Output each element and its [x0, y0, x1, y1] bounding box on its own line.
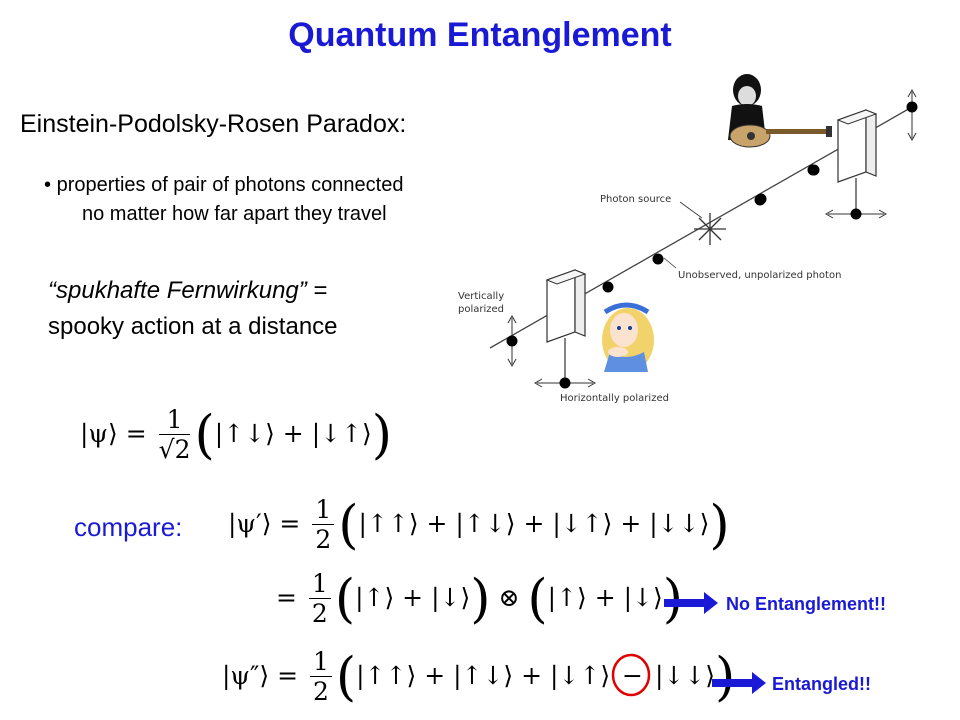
- vertical-polarization-arrow-right: [906, 88, 918, 142]
- equation-product: = 1 2 (|↑⟩ + |↓⟩) ⊗ (|↑⟩ + |↓⟩): [276, 570, 683, 629]
- photon-source-label: Photon source: [600, 194, 671, 205]
- left-paren: (: [194, 405, 215, 466]
- fraction-one-half: 1 2: [312, 496, 335, 555]
- fraction-one-over-sqrt2: 1 √2: [158, 406, 191, 465]
- psi-dprime-terms-b: |↓↓⟩: [654, 661, 716, 690]
- product-equals: =: [276, 583, 297, 612]
- slide-subtitle: Einstein-Podolsky-Rosen Paradox:: [20, 110, 407, 138]
- unobserved-leader: [663, 257, 677, 269]
- slide-title: Quantum Entanglement: [288, 16, 672, 54]
- psi-prime-lhs: |ψ′⟩ =: [228, 509, 301, 538]
- no-entanglement-label: No Entanglement!!: [726, 594, 886, 614]
- minus-sign-circled: −: [611, 653, 651, 697]
- left-paren: (: [334, 569, 356, 630]
- equation-psi: |ψ⟩ = 1 √2 (|↑↓⟩ + |↓↑⟩): [80, 406, 392, 465]
- unobserved-photon-label: Unobserved, unpolarized photon: [678, 270, 841, 281]
- psi-prime-terms: |↑↑⟩ + |↑↓⟩ + |↓↑⟩ + |↓↓⟩: [358, 509, 710, 538]
- fraction-numerator: 1: [308, 570, 331, 599]
- arrow-entangled-icon: [712, 672, 766, 694]
- left-paren: (: [338, 495, 359, 556]
- right-polarizer: [836, 109, 878, 212]
- quote-block: “spukhafte Fernwirkung” = spooky action …: [48, 273, 338, 345]
- vertically-label: Vertically: [458, 291, 504, 302]
- left-polarizer: [545, 269, 587, 378]
- psi-dprime-lhs: |ψ″⟩ =: [222, 661, 299, 690]
- psi-lhs: |ψ⟩ =: [80, 419, 147, 448]
- red-highlight-circle: [611, 653, 651, 697]
- fraction-one-half: 1 2: [309, 648, 332, 707]
- product-right: |↑⟩ + |↓⟩: [547, 583, 663, 612]
- right-paren: ): [371, 405, 393, 466]
- product-left: |↑⟩ + |↓⟩: [355, 583, 471, 612]
- right-paren: ): [709, 495, 730, 556]
- photon-dots: [552, 164, 820, 322]
- entangled-label: Entangled!!: [772, 674, 871, 694]
- fraction-denominator: 2: [312, 677, 329, 706]
- epr-photon-diagram: Photon source Unobserved, unpolarized ph…: [458, 74, 918, 404]
- fraction-denominator: √2: [158, 435, 191, 464]
- arrow-no-entanglement-icon: [664, 592, 718, 614]
- guitar-player-figure: [728, 74, 832, 148]
- bullet-marker: •: [44, 174, 52, 196]
- quote-equals: =: [306, 277, 328, 304]
- minus-sign: −: [622, 661, 643, 690]
- horizontal-polarization-arrow-left: [533, 377, 597, 389]
- vertical-polarization-arrow-left: [506, 314, 518, 368]
- right-paren: ): [715, 647, 736, 708]
- horizontally-polarized-label: Horizontally polarized: [560, 393, 669, 404]
- fraction-numerator: 1: [309, 648, 332, 677]
- quote-german: “spukhafte Fernwirkung”: [48, 277, 307, 304]
- horizontal-polarization-arrow-right: [824, 208, 888, 220]
- fraction-denominator: 2: [315, 525, 332, 554]
- quote-english: spooky action at a distance: [48, 313, 338, 340]
- bullet-line-2: no matter how far apart they travel: [82, 203, 387, 225]
- psi-terms: |↑↓⟩ + |↓↑⟩: [214, 419, 372, 448]
- equation-psi-prime: |ψ′⟩ = 1 2 (|↑↑⟩ + |↑↓⟩ + |↓↑⟩ + |↓↓⟩): [228, 496, 730, 555]
- left-paren: (: [527, 569, 548, 630]
- bullet-item: • properties of pair of photons connecte…: [44, 171, 403, 229]
- fraction-denominator: 2: [311, 599, 328, 628]
- alice-figure: [602, 302, 654, 372]
- photon-source-leader: [679, 201, 703, 219]
- compare-label: compare:: [74, 512, 183, 542]
- equation-psi-double-prime: |ψ″⟩ = 1 2 (|↑↑⟩ + |↑↓⟩ + |↓↑⟩ − |↓↓⟩): [222, 648, 735, 707]
- fraction-numerator: 1: [312, 496, 335, 525]
- right-paren: ): [470, 569, 491, 630]
- left-paren: (: [335, 647, 357, 708]
- photon-source-burst: [694, 213, 726, 245]
- psi-dprime-terms-a: |↑↑⟩ + |↑↓⟩ + |↓↑⟩: [356, 661, 611, 690]
- tensor-product-symbol: ⊗: [498, 583, 520, 612]
- fraction-numerator: 1: [158, 406, 191, 435]
- fraction-one-half: 1 2: [308, 570, 331, 629]
- bullet-line-1: properties of pair of photons connected: [56, 174, 404, 196]
- polarized-label: polarized: [458, 304, 504, 315]
